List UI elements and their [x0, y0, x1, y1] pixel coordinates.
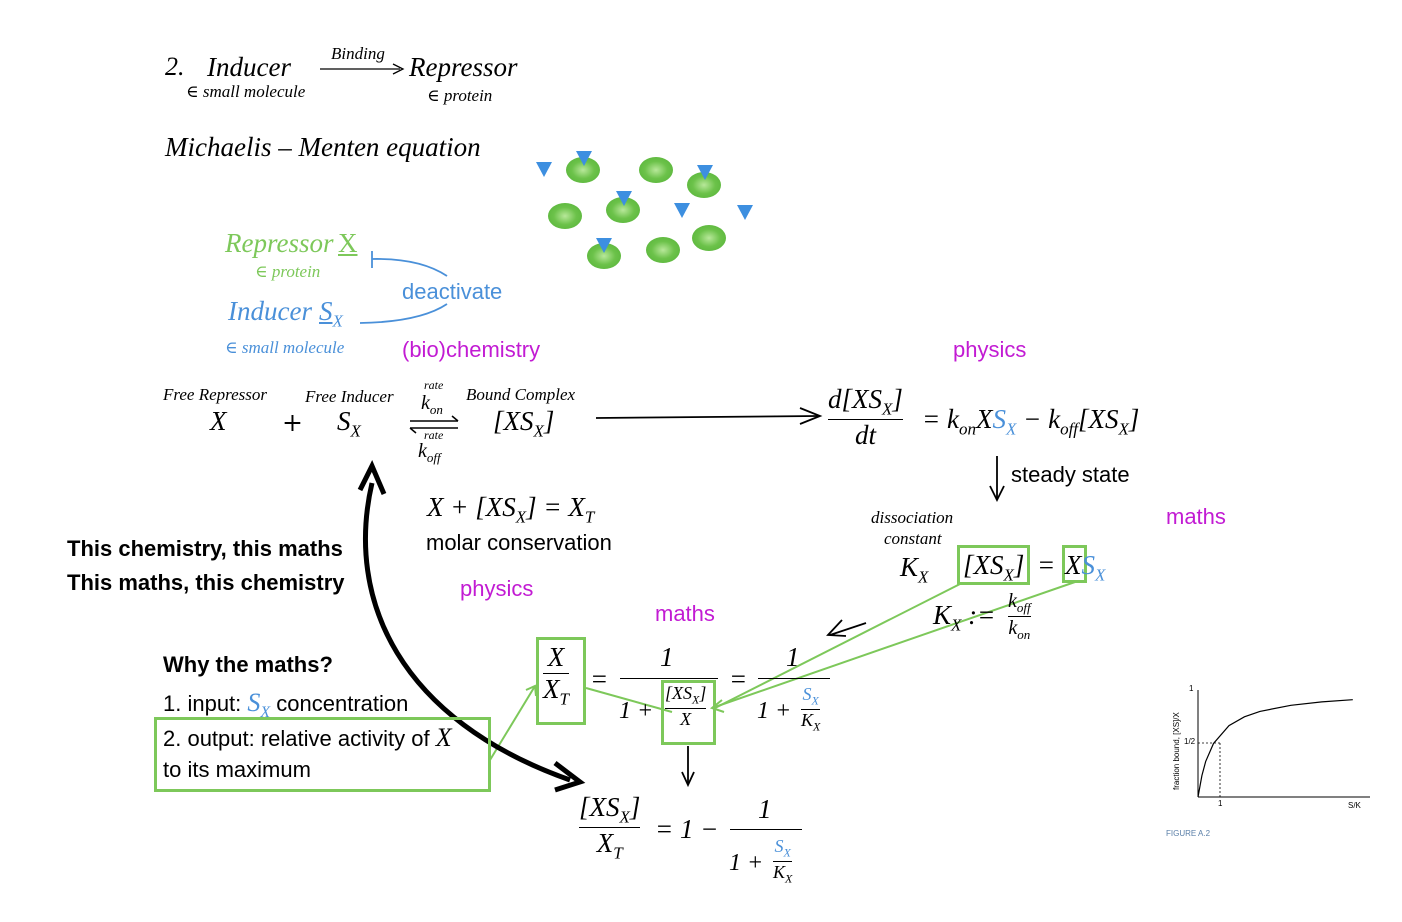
xsx-over-x: [XSX]X	[665, 683, 707, 729]
constant-label: constant	[884, 529, 942, 548]
x-highlight-box	[1062, 545, 1087, 583]
header-inducer: Inducer	[207, 52, 291, 82]
x-axis-label: S/K	[1348, 801, 1361, 810]
frac-bar-1	[620, 678, 718, 679]
figure-caption: FIGURE A.2	[1166, 829, 1211, 838]
legend-inducer: Inducer	[228, 296, 312, 326]
num-1a: 1	[660, 642, 674, 672]
header-repressor-sub: ∈ protein	[427, 86, 493, 105]
kx-equals: =	[1037, 550, 1056, 580]
frac-bar-2	[758, 678, 830, 679]
output-highlight-box	[154, 717, 491, 792]
k-off: koff	[418, 440, 441, 465]
x-tick-1: 1	[1218, 799, 1223, 808]
biochemistry-label: (bio)chemistry	[402, 337, 541, 362]
physics-label-top: physics	[953, 337, 1027, 362]
rate-top: rate	[424, 378, 444, 392]
eq2: =	[729, 664, 748, 694]
reaction-plus: +	[282, 408, 303, 437]
header-number: 2.	[165, 52, 185, 81]
one-plus-a: 1 +	[619, 698, 654, 724]
num-1c: 1	[758, 794, 772, 824]
xsx-over-x-box	[661, 680, 716, 745]
conservation-equation: X + [XSX] = XT	[427, 492, 595, 527]
reaction-xsx: [XSX]	[493, 406, 555, 441]
kx-symbol: KX	[900, 552, 929, 587]
dissociation-label: dissociation	[871, 508, 954, 527]
kx-complex: [XSX]	[963, 550, 1025, 585]
y-axis-label: fraction bound, [XS]/X	[1172, 712, 1181, 790]
legend-inducer-sub: ∈ small molecule	[225, 338, 345, 357]
legend-repressor-sub: ∈ protein	[255, 262, 321, 281]
chem-maths-line2: This maths, this chemistry	[67, 570, 345, 595]
eq1: =	[590, 664, 609, 694]
k-on: kon	[421, 392, 443, 417]
inducer-particle	[536, 151, 753, 253]
frac-bar-3	[730, 829, 802, 830]
free-inducer-label: Free Inducer	[305, 387, 394, 406]
xsx-over-xt: [XSX]XT	[579, 792, 641, 863]
eq3: = 1 −	[655, 814, 719, 844]
ode-rhs: = konXSX − koff[XSX]	[922, 404, 1140, 439]
legend-repressor-var: X	[338, 228, 358, 258]
x-xt-highlight-box	[536, 637, 586, 725]
mm-title: Michaelis – Menten equation	[165, 132, 481, 162]
legend-inducer-var: SX	[319, 296, 343, 331]
rate-bottom: rate	[424, 428, 444, 442]
free-repressor-label: Free Repressor	[163, 385, 268, 404]
maths-label-right: maths	[1166, 504, 1226, 529]
binding-curve	[1197, 699, 1353, 798]
bound-complex-label: Bound Complex	[466, 385, 576, 404]
reaction-x: X	[210, 406, 227, 436]
y-tick-1: 1	[1189, 684, 1194, 693]
xsx-highlight-box	[957, 545, 1030, 585]
repressor-particle	[548, 157, 726, 269]
kx-definition: KX :=	[933, 600, 996, 635]
header-repressor: Repressor	[409, 52, 518, 82]
reaction-sx: SX	[337, 406, 361, 441]
output-note-line1: 2. output: relative activity of X	[163, 723, 452, 752]
kx-x: XSX	[1065, 550, 1106, 585]
why-maths-title: Why the maths?	[163, 652, 333, 677]
one-plus-c: 1 +	[729, 850, 764, 876]
header-binding: Binding	[331, 44, 385, 63]
deactivate-label: deactivate	[402, 279, 503, 304]
legend-repressor: Repressor	[225, 228, 334, 258]
num-1b: 1	[786, 642, 800, 672]
molar-conservation-label: molar conservation	[426, 530, 612, 555]
ode-fraction: d[XSX]dt	[828, 384, 903, 451]
input-note: 1. input: SX concentration	[163, 688, 409, 722]
header-inducer-sub: ∈ small molecule	[186, 82, 306, 101]
maths-label-mid: maths	[655, 601, 715, 626]
one-plus-b: 1 +	[757, 698, 792, 724]
steady-state-label: steady state	[1011, 462, 1130, 487]
y-tick-half: 1/2	[1184, 737, 1196, 746]
physics-label-mid: physics	[460, 576, 534, 601]
chem-maths-line1: This chemistry, this maths	[67, 536, 343, 561]
output-note-line2: to its maximum	[163, 757, 311, 782]
